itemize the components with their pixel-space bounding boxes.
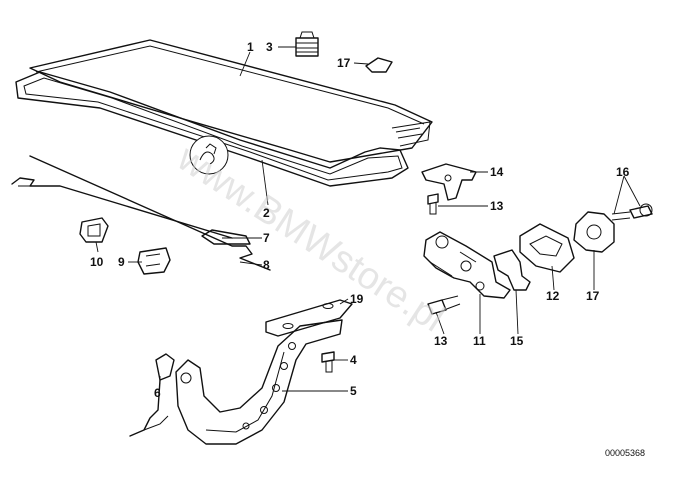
clip-10 xyxy=(79,217,109,243)
bolt-13-lower xyxy=(427,295,461,315)
callout-6: 6 xyxy=(154,386,161,400)
callout-1: 1 xyxy=(247,40,254,54)
callout-labels: 1 3 17 2 7 8 10 9 19 4 5 6 14 13 16 12 1… xyxy=(90,40,630,400)
callout-17: 17 xyxy=(586,289,600,303)
callout-13-lower: 13 xyxy=(434,334,448,348)
lever-15 xyxy=(493,249,531,291)
callout-11: 11 xyxy=(473,334,486,348)
callout-19: 19 xyxy=(350,292,364,306)
clip-9 xyxy=(137,247,171,275)
clip-18 xyxy=(365,57,393,73)
callout-3: 3 xyxy=(266,40,273,54)
callout-14: 14 xyxy=(490,165,504,179)
callout-7: 7 xyxy=(263,231,270,245)
callout-15: 15 xyxy=(510,334,524,348)
bolt-13-upper xyxy=(427,193,439,215)
spring-bracket xyxy=(201,229,251,245)
hinge xyxy=(175,319,343,445)
callout-16: 16 xyxy=(616,165,630,179)
bolt-4 xyxy=(321,351,335,373)
watermark-badge xyxy=(189,135,229,175)
trunk-seal xyxy=(15,71,409,187)
callout-9: 9 xyxy=(118,255,125,269)
callout-2: 2 xyxy=(263,206,270,220)
spring-clip xyxy=(129,353,175,437)
lock-cylinder-17 xyxy=(573,211,615,253)
trunk-lid xyxy=(29,39,433,163)
callout-5: 5 xyxy=(350,384,357,398)
diagram-reference-number: 00005368 xyxy=(605,448,645,458)
screw-16 xyxy=(611,203,653,221)
cover-12 xyxy=(519,223,575,273)
torsion-bar xyxy=(11,155,271,271)
shim-plate xyxy=(265,299,353,337)
callout-10: 10 xyxy=(90,255,104,269)
callout-8: 8 xyxy=(263,258,270,272)
callout-4: 4 xyxy=(350,353,357,367)
leader-lines xyxy=(95,46,641,392)
callout-13-upper: 13 xyxy=(490,199,504,213)
callout-12: 12 xyxy=(546,289,560,303)
bracket-14 xyxy=(421,163,477,201)
rubber-buffer xyxy=(295,31,319,57)
callout-18: 17 xyxy=(337,56,351,70)
lock-11 xyxy=(423,231,511,299)
